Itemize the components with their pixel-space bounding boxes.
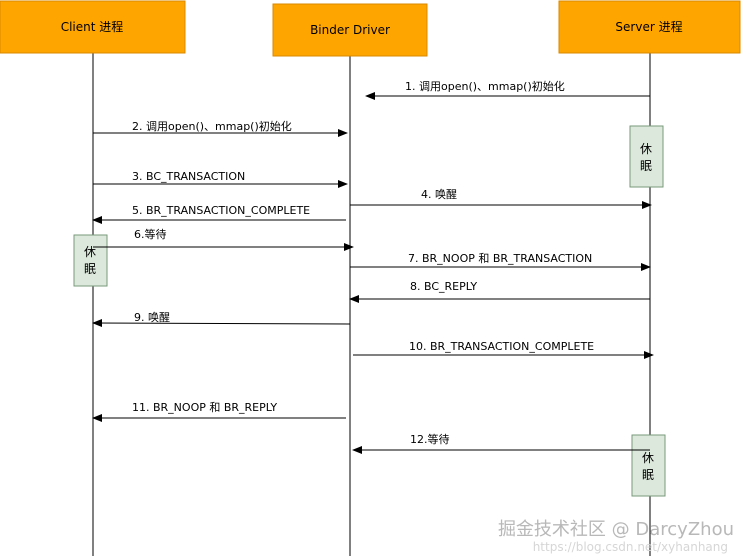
watermark: 掘金技术社区 @ DarcyZhou: [498, 519, 734, 540]
sleep-box-client-text-1: 休: [84, 245, 96, 259]
sleep-box-client: 休 眠: [73, 234, 108, 287]
sleep-box-server-2-text-2: 眠: [642, 468, 654, 482]
watermark-url: https://blog.csdn.net/xyhanhang: [533, 540, 728, 554]
message-10-label: 10. BR_TRANSACTION_COMPLETE: [409, 340, 594, 353]
message-5: 5. BR_TRANSACTION_COMPLETE: [92, 204, 346, 224]
message-11: 11. BR_NOOP 和 BR_REPLY: [92, 401, 346, 422]
message-12-label: 12.等待: [410, 432, 450, 446]
actor-binder-label: Binder Driver: [310, 23, 390, 37]
message-4-label: 4. 唤醒: [421, 187, 457, 201]
actor-client-label: Client 进程: [61, 19, 124, 34]
message-10: 10. BR_TRANSACTION_COMPLETE: [353, 340, 654, 359]
message-8: 8. BC_REPLY: [349, 280, 650, 303]
message-12: 12.等待: [352, 432, 650, 454]
message-7-label: 7. BR_NOOP 和 BR_TRANSACTION: [408, 252, 592, 265]
message-9: 9. 唤醒: [92, 310, 351, 328]
sleep-box-server-2: 休 眠: [631, 434, 666, 497]
message-6: 6.等待: [93, 227, 354, 251]
message-8-label: 8. BC_REPLY: [410, 280, 477, 293]
message-7: 7. BR_NOOP 和 BR_TRANSACTION: [350, 252, 651, 271]
message-4: 4. 唤醒: [350, 187, 652, 209]
sleep-box-server-1-text-1: 休: [640, 142, 652, 156]
sleep-box-server-1: 休 眠: [629, 125, 664, 188]
message-5-label: 5. BR_TRANSACTION_COMPLETE: [132, 204, 310, 217]
message-11-label: 11. BR_NOOP 和 BR_REPLY: [132, 401, 277, 414]
actor-client: Client 进程: [0, 0, 186, 54]
actor-binder: Binder Driver: [272, 3, 428, 57]
message-9-label: 9. 唤醒: [134, 310, 170, 324]
message-1-label: 1. 调用open()、mmap()初始化: [405, 79, 565, 93]
message-3: 3. BC_TRANSACTION: [93, 170, 348, 188]
sleep-box-server-1-text-2: 眠: [640, 159, 652, 173]
message-1: 1. 调用open()、mmap()初始化: [365, 79, 650, 100]
actor-server-label: Server 进程: [615, 19, 682, 34]
message-2-label: 2. 调用open()、mmap()初始化: [132, 119, 292, 133]
sleep-box-server-2-text-1: 休: [642, 451, 654, 465]
sleep-box-client-text-2: 眠: [84, 262, 96, 276]
message-2: 2. 调用open()、mmap()初始化: [93, 119, 348, 137]
message-3-label: 3. BC_TRANSACTION: [132, 170, 245, 183]
actor-server: Server 进程: [558, 0, 741, 54]
message-6-label: 6.等待: [134, 227, 167, 241]
